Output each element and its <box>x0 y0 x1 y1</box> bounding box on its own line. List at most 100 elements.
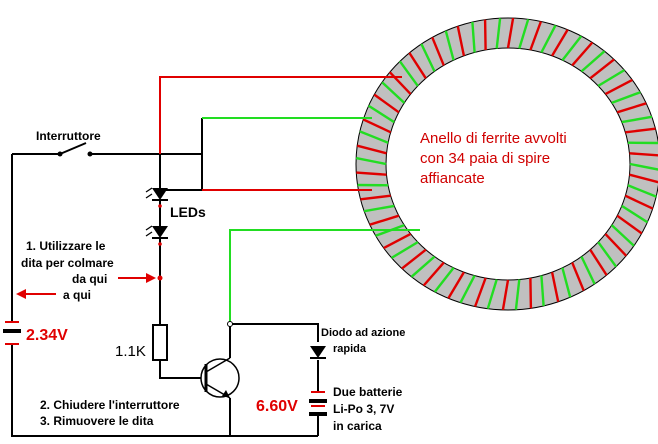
winding-green <box>433 267 455 293</box>
winding-red <box>529 277 533 309</box>
diode-label-line2: rapida <box>333 343 367 355</box>
winding-red <box>383 232 412 250</box>
winding-green <box>363 204 395 213</box>
winding-red <box>447 271 465 299</box>
winding-green <box>459 275 476 304</box>
winding-red <box>369 214 400 226</box>
winding-red <box>616 102 647 114</box>
battery-left <box>3 321 21 345</box>
winding-green <box>621 204 649 224</box>
winding-red <box>506 17 515 49</box>
winding-green <box>561 35 583 61</box>
winding-green <box>471 22 476 53</box>
led-upper <box>145 187 168 208</box>
battery-left-voltage: 2.34V <box>26 327 68 344</box>
winding-red <box>589 249 608 276</box>
resistor <box>152 324 168 361</box>
winding-green <box>495 18 502 49</box>
winding-green <box>398 60 419 87</box>
winding-red <box>431 36 445 66</box>
bridge-point-upper <box>157 275 163 281</box>
winding-red <box>571 262 585 292</box>
step1-line4: a qui <box>63 288 91 302</box>
winding-red <box>629 152 658 157</box>
switch-label: Interruttore <box>36 129 101 143</box>
winding-red <box>571 41 594 67</box>
bridge-arrow-right <box>118 273 156 283</box>
winding-red <box>356 171 387 176</box>
winding-red <box>422 261 445 287</box>
step1-line3: da qui <box>72 272 107 286</box>
batteries-label-line1: Due batterie <box>333 385 403 399</box>
winding-green <box>410 255 436 278</box>
winding-red <box>625 127 656 134</box>
winding-red <box>604 78 633 96</box>
coil-lead-green-bottom <box>229 229 420 324</box>
coil-leads <box>159 76 420 324</box>
winding-red <box>360 194 391 201</box>
winding-red <box>589 58 615 80</box>
transistor <box>200 357 240 399</box>
winding-green <box>359 130 389 144</box>
winding-red <box>456 25 466 57</box>
winding-red <box>550 271 560 303</box>
winding-green <box>621 115 653 124</box>
winding-red <box>616 214 643 235</box>
winding-green <box>597 69 626 87</box>
switch <box>57 142 93 157</box>
winding-green <box>518 18 530 49</box>
switch-lever <box>59 142 87 155</box>
winding-red <box>401 248 427 270</box>
winding-red <box>483 19 487 51</box>
winding-green <box>420 43 436 72</box>
winding-green <box>561 267 572 298</box>
winding-red <box>529 21 543 51</box>
winding-green <box>597 241 618 268</box>
coil-lead-red <box>159 76 402 154</box>
winding-red <box>388 71 412 95</box>
winding-red <box>356 144 387 155</box>
wire-collector-node <box>230 323 319 342</box>
winding-green <box>355 156 387 166</box>
winding-green <box>610 224 635 247</box>
winding-red <box>373 93 400 114</box>
winding-red <box>473 277 487 307</box>
fast-diode <box>310 346 326 359</box>
wire-resistor-to-base <box>159 360 206 379</box>
ring-windings <box>355 17 658 311</box>
led-lower <box>145 225 168 246</box>
diode-label-line1: Diodo ad azione <box>321 327 405 339</box>
battery-right-voltage: 6.60V <box>256 398 298 415</box>
winding-green <box>611 91 641 105</box>
ring-label-line3: affiancate <box>420 170 485 187</box>
ring-label-line2: con 34 paia di spire <box>420 150 550 167</box>
batteries-label-line3: in carica <box>333 419 382 433</box>
ferrite-ring <box>355 17 658 311</box>
step1-line2: dita per colmare <box>21 256 114 270</box>
winding-green <box>390 241 419 259</box>
step3-label: 3. Rimuovere le dita <box>40 414 154 428</box>
bridge-arrow-left <box>16 289 56 299</box>
resistor-value: 1.1K <box>115 343 146 360</box>
winding-green <box>367 104 395 124</box>
battery-right <box>309 391 327 416</box>
winding-green <box>629 162 658 171</box>
winding-green <box>580 50 606 73</box>
winding-red <box>624 194 654 210</box>
winding-red <box>604 233 628 257</box>
step1-line1: 1. Utilizzare le <box>26 239 106 253</box>
ring-label-line1: Anello di ferrite avvolti <box>420 130 567 147</box>
winding-red <box>362 118 392 134</box>
winding-green <box>444 30 455 61</box>
winding-red <box>551 29 569 57</box>
winding-red <box>408 52 427 79</box>
winding-green <box>381 81 406 104</box>
winding-green <box>540 24 557 53</box>
circuit-wires <box>11 118 319 437</box>
winding-green <box>514 279 521 310</box>
switch-contact-right <box>87 151 93 157</box>
step2-label: 2. Chiudere l'interruttore <box>40 398 180 412</box>
leds-label: LEDs <box>170 204 206 220</box>
